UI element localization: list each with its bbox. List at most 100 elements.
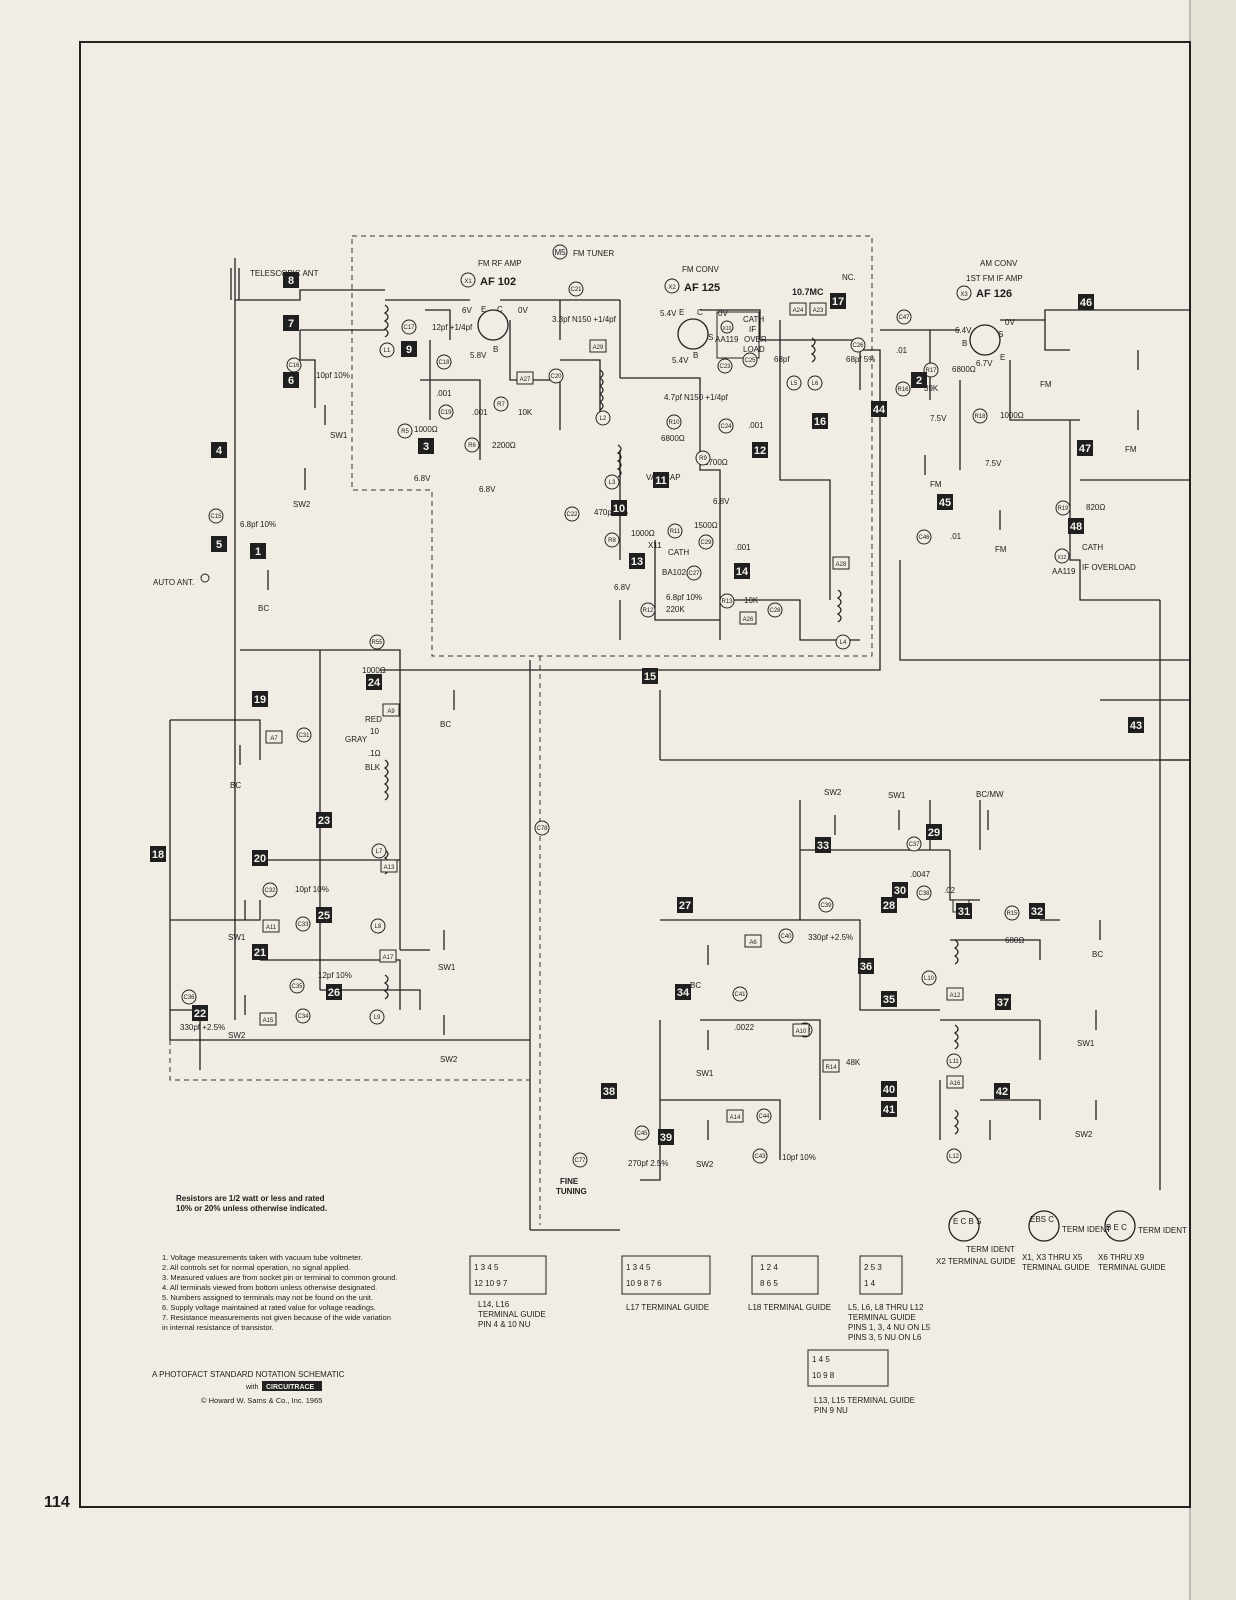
terminal-box-41 [881,1101,897,1117]
svg-text:12pf +1/4pf: 12pf +1/4pf [432,323,473,332]
transistor-x3-symbol: 6.4V 0V 6.7V BES [955,318,1015,368]
svg-text:R17: R17 [925,368,937,374]
transistor-x1-header: FM RF AMP X1 AF 102 [460,259,522,288]
wiring [169,289,1190,1231]
svg-text:TERM IDENT: TERM IDENT [1138,1226,1187,1235]
svg-text:R9: R9 [699,456,707,462]
terminal-box-2 [911,372,927,388]
tuner-ref-circle [552,244,568,260]
terminal-box-label-16: 16 [814,416,826,428]
terminal-guide-l18: 1 2 4 8 6 5 L18 TERMINAL GUIDE [748,1255,831,1312]
svg-text:FM CONV: FM CONV [682,265,720,274]
terminal-box-29 [926,824,942,840]
svg-text:TERM IDENT: TERM IDENT [1062,1225,1111,1234]
svg-text:C28: C28 [769,608,781,614]
terminal-box-21 [252,944,268,960]
svg-text:L9: L9 [374,1015,381,1021]
svg-text:0V: 0V [1005,318,1015,327]
terminal-box-14 [734,563,750,579]
svg-text:C41: C41 [734,992,746,998]
svg-text:330pf +2.5%: 330pf +2.5% [180,1023,225,1032]
terminal-box-label-34: 34 [677,987,690,999]
terminal-box-44 [871,401,887,417]
svg-text:6.8V: 6.8V [713,497,730,506]
svg-text:A28: A28 [836,562,847,568]
svg-text:10 9 8: 10 9 8 [812,1371,835,1380]
terminal-guide-l17: 1 3 4 5 10 9 8 7 6 L17 TERMINAL GUIDE [621,1255,711,1312]
terminal-box-label-5: 5 [216,539,222,551]
terminal-box-25 [316,907,332,923]
terminal-box-label-11: 11 [655,475,667,487]
transistor-guide-x6-x9: B E C TERM IDENT X6 THRU X9 TERMINAL GUI… [1098,1210,1187,1272]
switch-contacts [239,350,1139,1140]
terminal-box-label-12: 12 [754,445,766,457]
terminal-box-label-47: 47 [1079,443,1091,455]
terminal-box-label-24: 24 [368,677,381,689]
terminal-box-28 [881,897,897,913]
svg-text:PIN 9 NU: PIN 9 NU [814,1406,848,1415]
switch-labels: SW1 SW2 BC BC BC SW1 SW1 SW2 SW2 BC SW1 … [228,380,1137,1169]
svg-text:C33: C33 [297,922,309,928]
terminal-box-label-1: 1 [255,546,261,558]
freq-label: 10.7MC [792,287,824,297]
svg-text:470pf 5%: 470pf 5% [594,508,628,517]
svg-text:1 3 4 5: 1 3 4 5 [626,1263,651,1272]
terminal-box-label-37: 37 [997,997,1009,1009]
svg-text:PINS 3, 5 NU ON L6: PINS 3, 5 NU ON L6 [848,1333,922,1342]
transistor-x3-header: AM CONV 1ST FM IF AMP X3 AF 126 [956,259,1023,301]
terminal-box-label-18: 18 [152,849,164,861]
svg-text:1 3 4 5: 1 3 4 5 [474,1263,499,1272]
svg-text:A15: A15 [263,1018,274,1024]
terminal-box-label-35: 35 [883,994,895,1006]
svg-text:C23: C23 [719,364,731,370]
terminal-box-17 [830,293,846,309]
svg-text:.001: .001 [748,421,764,430]
svg-text:E: E [679,308,684,317]
terminal-box-1 [250,543,266,559]
transistor-guide-x2: E C B S TERM IDENT X2 TERMINAL GUIDE [936,1210,1016,1266]
svg-text:S: S [998,330,1003,339]
terminal-box-43 [1128,717,1144,733]
svg-text:C21: C21 [570,287,582,293]
auto-antenna: AUTO ANT. [153,573,210,587]
svg-text:B: B [962,339,967,348]
terminal-box-label-21: 21 [254,947,266,959]
notes-block: Resistors are 1/2 watt or less and rated… [162,1194,398,1332]
circuitrace-logo: CIRCUITRACE [266,1384,315,1391]
svg-text:R13: R13 [721,599,733,605]
svg-text:39K: 39K [924,384,939,393]
svg-text:C34: C34 [297,1014,309,1020]
svg-text:FM: FM [930,480,942,489]
svg-text:C36: C36 [183,995,195,1001]
svg-text:68pf 5%: 68pf 5% [846,355,875,364]
svg-text:L7: L7 [376,849,383,855]
svg-text:C32: C32 [264,888,276,894]
terminal-box-13 [629,553,645,569]
photofact-line: A PHOTOFACT STANDARD NOTATION SCHEMATIC [152,1370,345,1379]
credits: A PHOTOFACT STANDARD NOTATION SCHEMATIC … [152,1370,345,1405]
svg-text:4.7pf N150 +1/4pf: 4.7pf N150 +1/4pf [664,393,729,402]
svg-text:6.8pf 10%: 6.8pf 10% [666,593,702,602]
svg-text:PINS 1, 3, 4 NU ON L5: PINS 1, 3, 4 NU ON L5 [848,1323,931,1332]
note-3: 3. Measured values are from socket pin o… [162,1273,398,1282]
svg-text:R15: R15 [1006,911,1018,917]
svg-text:FM: FM [995,545,1007,554]
terminal-box-34 [675,984,691,1000]
svg-text:E: E [481,305,486,314]
svg-text:C15: C15 [210,514,222,520]
svg-text:R11: R11 [670,529,681,535]
fm-tuner-enclosure [351,235,873,657]
svg-text:L5: L5 [791,381,798,387]
terminal-box-23 [316,812,332,828]
svg-text:BC: BC [690,981,701,990]
tuner-label: FM TUNER [573,249,614,258]
terminal-box-label-14: 14 [736,566,749,578]
note-7b: in internal resistance of transistor. [162,1323,274,1332]
terminal-box-label-45: 45 [939,497,951,509]
svg-text:12pf 10%: 12pf 10% [318,971,352,980]
svg-text:TERMINAL GUIDE: TERMINAL GUIDE [1098,1263,1166,1272]
svg-text:6.4V: 6.4V [955,326,972,335]
svg-text:L12: L12 [949,1154,960,1160]
svg-text:.01: .01 [896,346,908,355]
fine-tuning-link [169,1040,530,1081]
